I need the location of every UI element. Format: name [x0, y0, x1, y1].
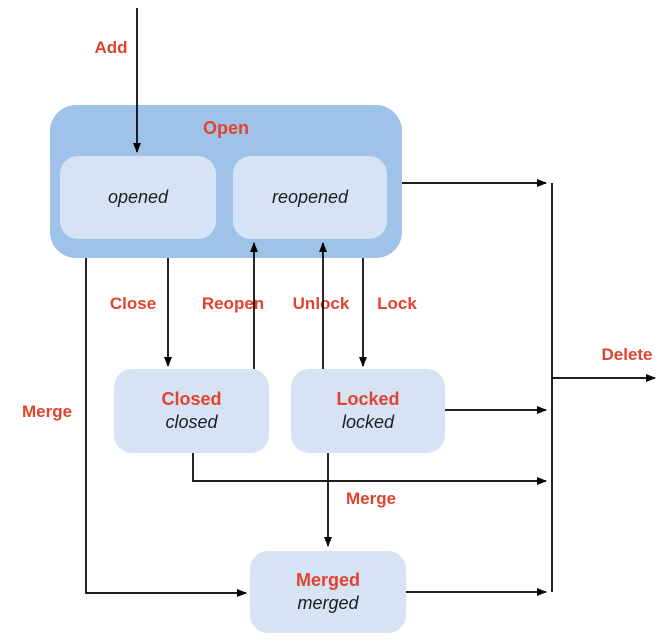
state-closed-title: Closed [161, 389, 222, 409]
state-opened-label: opened [107, 187, 169, 207]
state-reopened-label: reopened [271, 187, 349, 207]
state-open-group-label: Open [202, 118, 249, 138]
action-label-unlock: Unlock [292, 294, 350, 313]
action-label-merge-left: Merge [21, 402, 73, 421]
state-open-group: Open opened reopened [50, 105, 402, 258]
action-label-merge-middle: Merge [345, 489, 397, 508]
action-label-close: Close [109, 294, 157, 313]
state-reopened: reopened [233, 156, 387, 239]
state-locked: Locked locked [291, 369, 445, 453]
state-closed-subtitle: closed [165, 412, 218, 432]
state-closed: Closed closed [114, 369, 269, 453]
action-label-reopen: Reopen [201, 294, 265, 313]
state-locked-title: Locked [336, 389, 400, 409]
state-locked-subtitle: locked [341, 412, 395, 432]
state-opened: opened [60, 156, 216, 239]
action-label-delete: Delete [601, 345, 653, 364]
edge-closed-to-delete-line [192, 453, 547, 485]
action-label-add: Add [94, 38, 128, 57]
action-label-lock: Lock [377, 294, 417, 313]
state-merged-subtitle: merged [297, 593, 359, 613]
state-merged: Merged merged [250, 551, 406, 633]
state-merged-title: Merged [295, 570, 360, 590]
